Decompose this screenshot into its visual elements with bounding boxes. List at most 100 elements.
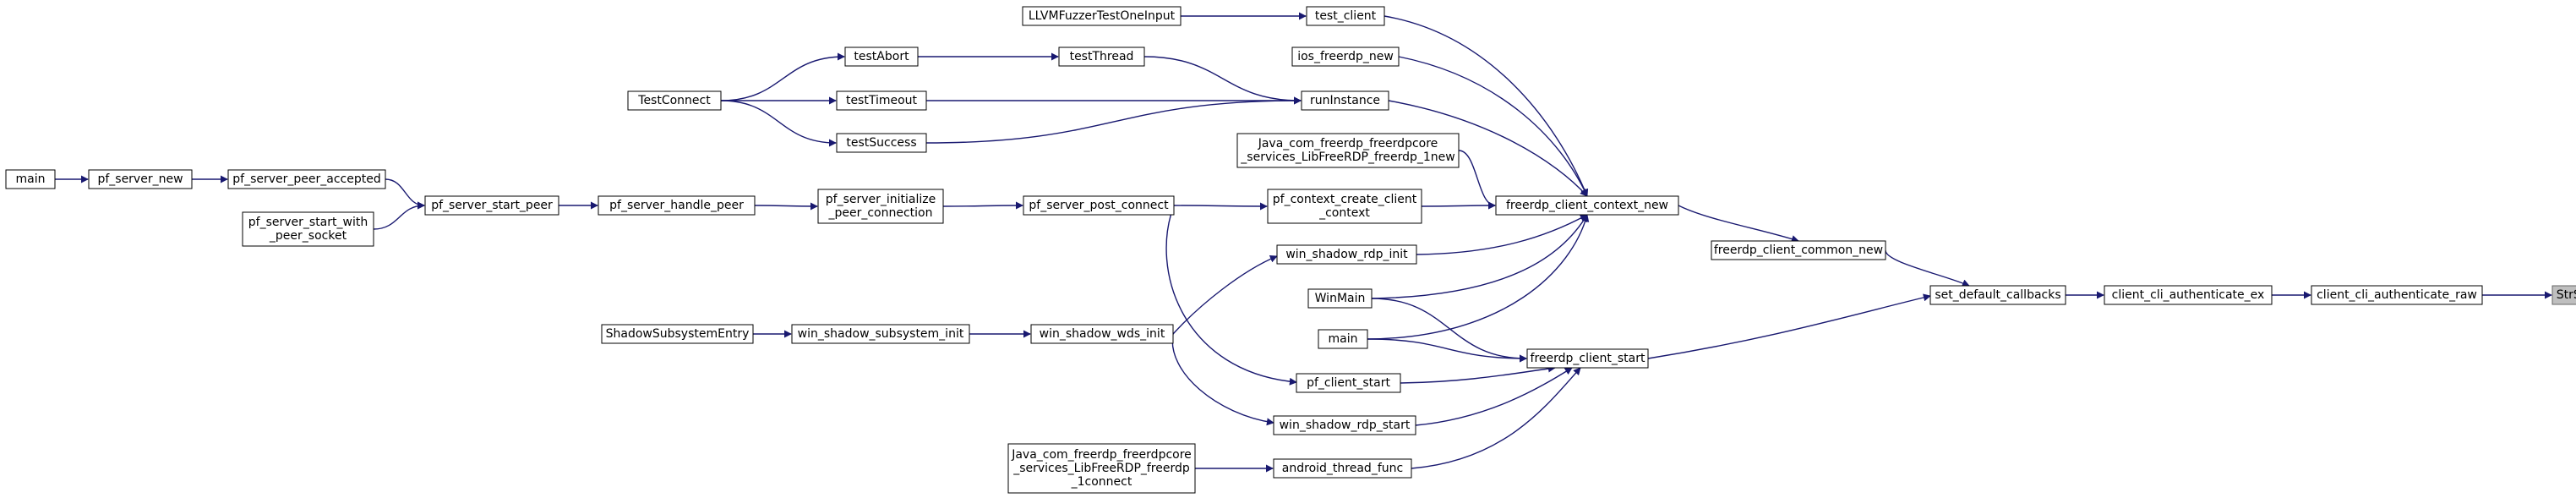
node-label: win_shadow_subsystem_init — [798, 327, 964, 341]
node-pf_server_handle_peer[interactable]: pf_server_handle_peer — [598, 195, 756, 216]
node-box — [1058, 47, 1145, 67]
node-testSuccess[interactable]: testSuccess — [836, 133, 927, 153]
edge-freerdp_client_context_new-to-freerdp_client_common_new — [1678, 205, 1799, 243]
node-box — [1929, 285, 2066, 305]
node-box — [2104, 285, 2273, 305]
node-box — [1236, 133, 1460, 168]
node-testTimeout[interactable]: testTimeout — [836, 90, 927, 111]
node-label: runInstance — [1310, 94, 1380, 107]
node-label: client_cli_authenticate_ex — [2112, 288, 2265, 302]
edge-win_shadow_wds_init-to-win_shadow_rdp_start — [1171, 333, 1274, 426]
node-box — [1306, 6, 1385, 26]
node-label: testAbort — [854, 50, 909, 63]
edge-pf_server_start_with_peer_socket-to-pf_server_start_peer — [373, 201, 425, 230]
node-win_shadow_rdp_start[interactable]: win_shadow_rdp_start — [1273, 415, 1416, 435]
node-runInstance[interactable]: runInstance — [1301, 90, 1389, 111]
node-label: LLVMFuzzerTestOneInput — [1029, 9, 1176, 23]
node-pf_server_start_with_peer_socket[interactable]: pf_server_start_with_peer_socket — [242, 211, 374, 247]
node-pf_server_peer_accepted[interactable]: pf_server_peer_accepted — [227, 169, 386, 189]
node-pf_client_start[interactable]: pf_client_start — [1296, 373, 1401, 393]
node-label: set_default_callbacks — [1935, 288, 2060, 302]
node-label: freerdp_client_start — [1531, 352, 1645, 365]
node-ios_freerdp_new[interactable]: ios_freerdp_new — [1291, 47, 1400, 67]
node-box — [88, 169, 193, 189]
node-label: testSuccess — [846, 136, 916, 150]
node-pf_server_start_peer[interactable]: pf_server_start_peer — [424, 195, 559, 216]
node-box — [1267, 189, 1422, 224]
node-ShadowSubsystemEntry[interactable]: ShadowSubsystemEntry — [601, 324, 754, 344]
node-testThread[interactable]: testThread — [1058, 47, 1145, 67]
edge-pf_context_create_client_context-to-freerdp_client_context_new — [1421, 201, 1496, 210]
node-main_left[interactable]: main — [5, 169, 56, 189]
node-label: main — [16, 172, 46, 186]
node-win_shadow_subsystem_init[interactable]: win_shadow_subsystem_init — [791, 324, 970, 344]
edge-freerdp_client_common_new-to-set_default_callbacks — [1885, 249, 1970, 287]
edge-pf_server_initialize_peer_connection-to-pf_server_post_connect — [942, 201, 1023, 210]
node-label: pf_server_new — [97, 172, 183, 186]
node-LLVMFuzzerTestOneInput[interactable]: LLVMFuzzerTestOneInput — [1022, 6, 1182, 26]
node-box — [1526, 348, 1649, 369]
node-freerdp_client_common_new[interactable]: freerdp_client_common_new — [1711, 240, 1886, 260]
node-box — [1273, 415, 1416, 435]
node-client_cli_authenticate_ex[interactable]: client_cli_authenticate_ex — [2104, 285, 2273, 305]
node-testAbort[interactable]: testAbort — [844, 47, 919, 67]
edge-testSuccess-to-runInstance — [925, 96, 1302, 144]
node-label: win_shadow_wds_init — [1040, 327, 1165, 341]
node-win_shadow_rdp_init[interactable]: win_shadow_rdp_init — [1276, 244, 1417, 265]
node-box — [627, 90, 722, 111]
node-box — [817, 189, 944, 224]
node-label: testTimeout — [846, 94, 918, 107]
node-box — [1495, 195, 1679, 216]
node-java_connect[interactable]: Java_com_freerdp_freerdpcore_services_Li… — [1007, 443, 1196, 494]
node-TestConnect[interactable]: TestConnect — [627, 90, 722, 111]
node-label: _peer_socket — [269, 229, 347, 243]
node-box — [1318, 329, 1368, 349]
node-label: freerdp_client_context_new — [1506, 199, 1668, 212]
edge-testThread-to-runInstance — [1143, 56, 1302, 105]
node-label: test_client — [1315, 9, 1377, 23]
edge-layer — [55, 12, 2552, 473]
edge-WinMain-to-freerdp_client_start — [1371, 298, 1527, 363]
node-java_new[interactable]: Java_com_freerdp_freerdpcore_services_Li… — [1236, 133, 1460, 168]
node-client_cli_authenticate_raw[interactable]: client_cli_authenticate_raw — [2311, 285, 2483, 305]
node-label: pf_client_start — [1307, 376, 1390, 390]
node-box — [1711, 240, 1886, 260]
node-label: TestConnect — [637, 94, 711, 107]
node-win_shadow_wds_init[interactable]: win_shadow_wds_init — [1030, 324, 1174, 344]
node-label: testThread — [1070, 50, 1134, 63]
node-pf_context_create_client_context[interactable]: pf_context_create_client_context — [1267, 189, 1422, 224]
node-test_client[interactable]: test_client — [1306, 6, 1385, 26]
node-label: pf_server_start_with — [248, 216, 368, 229]
node-box — [242, 211, 374, 247]
edge-test_client-to-freerdp_client_context_new — [1384, 15, 1589, 197]
node-box — [5, 169, 56, 189]
node-WinMain[interactable]: WinMain — [1307, 288, 1373, 309]
node-box — [1291, 47, 1400, 67]
node-label: StrSep — [2557, 288, 2576, 302]
edge-pf_client_start-to-freerdp_client_start — [1400, 364, 1556, 384]
node-box — [836, 90, 927, 111]
node-label: pf_server_start_peer — [431, 199, 553, 212]
node-label: _services_LibFreeRDP_freerdp_1new — [1240, 150, 1454, 164]
edge-pf_server_peer_accepted-to-pf_server_start_peer — [385, 178, 425, 210]
node-label: _1connect — [1071, 475, 1132, 489]
node-main_right[interactable]: main — [1318, 329, 1368, 349]
node-box — [601, 324, 754, 344]
edge-pf_server_handle_peer-to-pf_server_initialize_peer_connection — [754, 202, 818, 211]
node-pf_server_new[interactable]: pf_server_new — [88, 169, 193, 189]
node-pf_server_post_connect[interactable]: pf_server_post_connect — [1023, 195, 1175, 216]
node-label: win_shadow_rdp_start — [1280, 419, 1411, 432]
node-box — [2551, 285, 2576, 305]
node-StrSep[interactable]: StrSep — [2551, 285, 2576, 305]
node-set_default_callbacks[interactable]: set_default_callbacks — [1929, 285, 2066, 305]
node-freerdp_client_context_new[interactable]: freerdp_client_context_new — [1495, 195, 1679, 216]
node-android_thread_func[interactable]: android_thread_func — [1273, 458, 1412, 479]
node-pf_server_initialize_peer_connection[interactable]: pf_server_initialize_peer_connection — [817, 189, 944, 224]
edge-pf_server_post_connect-to-pf_client_start — [1165, 205, 1297, 386]
edge-main_right-to-freerdp_client_start — [1367, 338, 1527, 363]
node-box — [1030, 324, 1174, 344]
edge-android_thread_func-to-freerdp_client_start — [1411, 367, 1581, 469]
node-label: android_thread_func — [1282, 462, 1403, 475]
node-freerdp_client_start[interactable]: freerdp_client_start — [1526, 348, 1649, 369]
edge-ios_freerdp_new-to-freerdp_client_context_new — [1398, 56, 1588, 197]
